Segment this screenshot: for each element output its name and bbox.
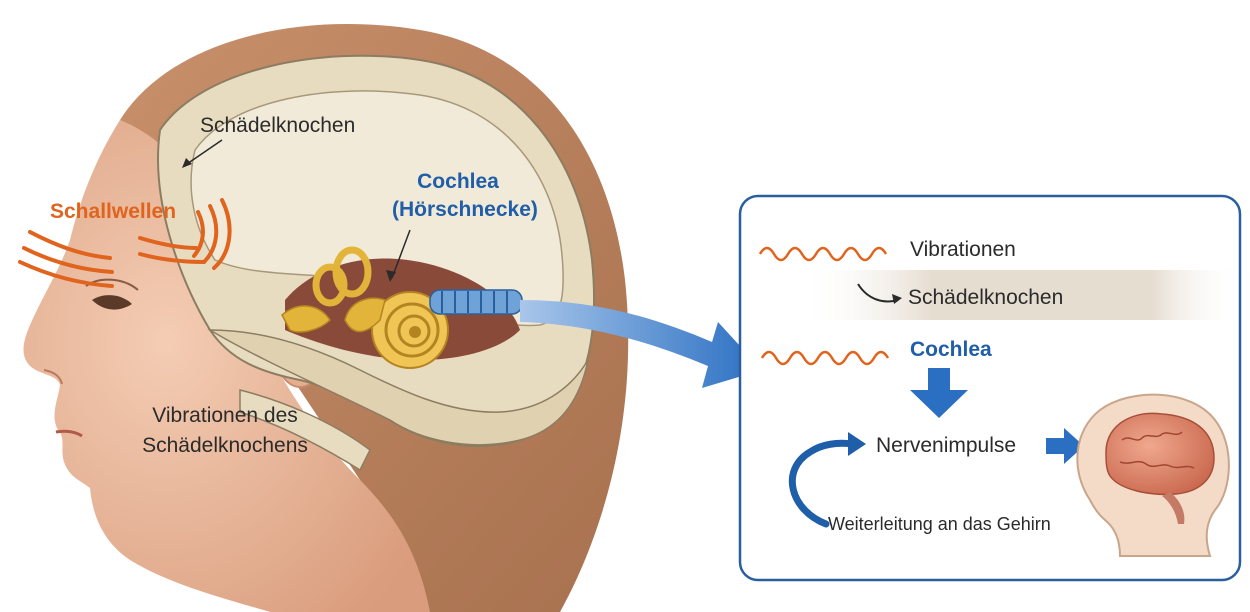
label-skull-bone: Schädelknochen xyxy=(200,114,355,138)
panel-cochlea: Cochlea xyxy=(910,338,992,362)
panel-forwarding: Weiterleitung an das Gehirn xyxy=(828,514,1051,535)
label-cochlea-sub: (Hörschnecke) xyxy=(392,198,524,222)
auditory-nerve xyxy=(430,290,522,314)
panel-vibrations: Vibrationen xyxy=(910,238,1016,262)
label-cochlea: Cochlea xyxy=(392,170,524,194)
panel-skull-bone: Schädelknochen xyxy=(908,286,1063,310)
label-vibrations-line1: Vibrationen des xyxy=(120,404,330,428)
label-vibrations-line2: Schädelknochens xyxy=(120,434,330,458)
brain-icon xyxy=(1106,413,1214,494)
label-sound-waves: Schallwellen xyxy=(50,200,176,224)
panel-nerve-impulses: Nervenimpulse xyxy=(876,434,1016,458)
